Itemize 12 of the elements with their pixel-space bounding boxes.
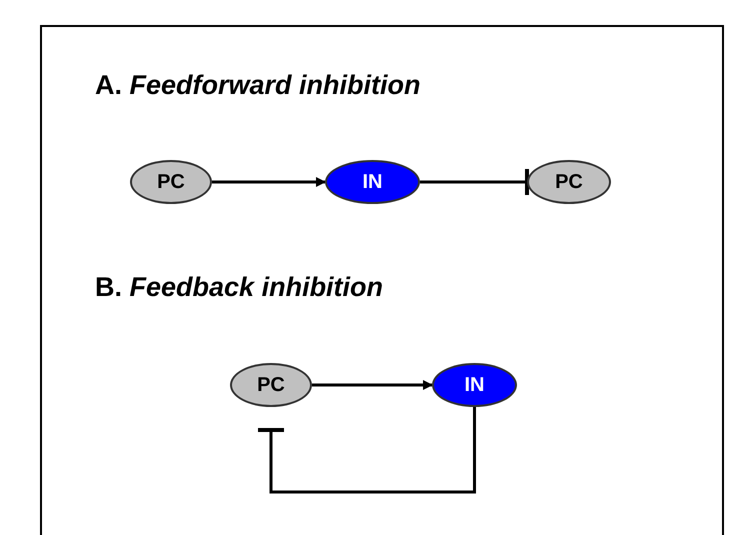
neuron-ellipse [527, 160, 611, 204]
section-heading: B. Feedback inhibition [95, 272, 384, 303]
node-label: PC [257, 374, 285, 396]
node-label: PC [157, 170, 185, 194]
arrow [212, 177, 326, 187]
node-label: PC [555, 170, 583, 194]
inhibition-connector [420, 169, 529, 195]
node-label: IN [464, 374, 484, 396]
section-heading: A. Feedforward inhibition [95, 70, 421, 101]
inhibition-connector [258, 407, 476, 494]
arrow [312, 380, 433, 390]
node-label: IN [362, 170, 382, 194]
